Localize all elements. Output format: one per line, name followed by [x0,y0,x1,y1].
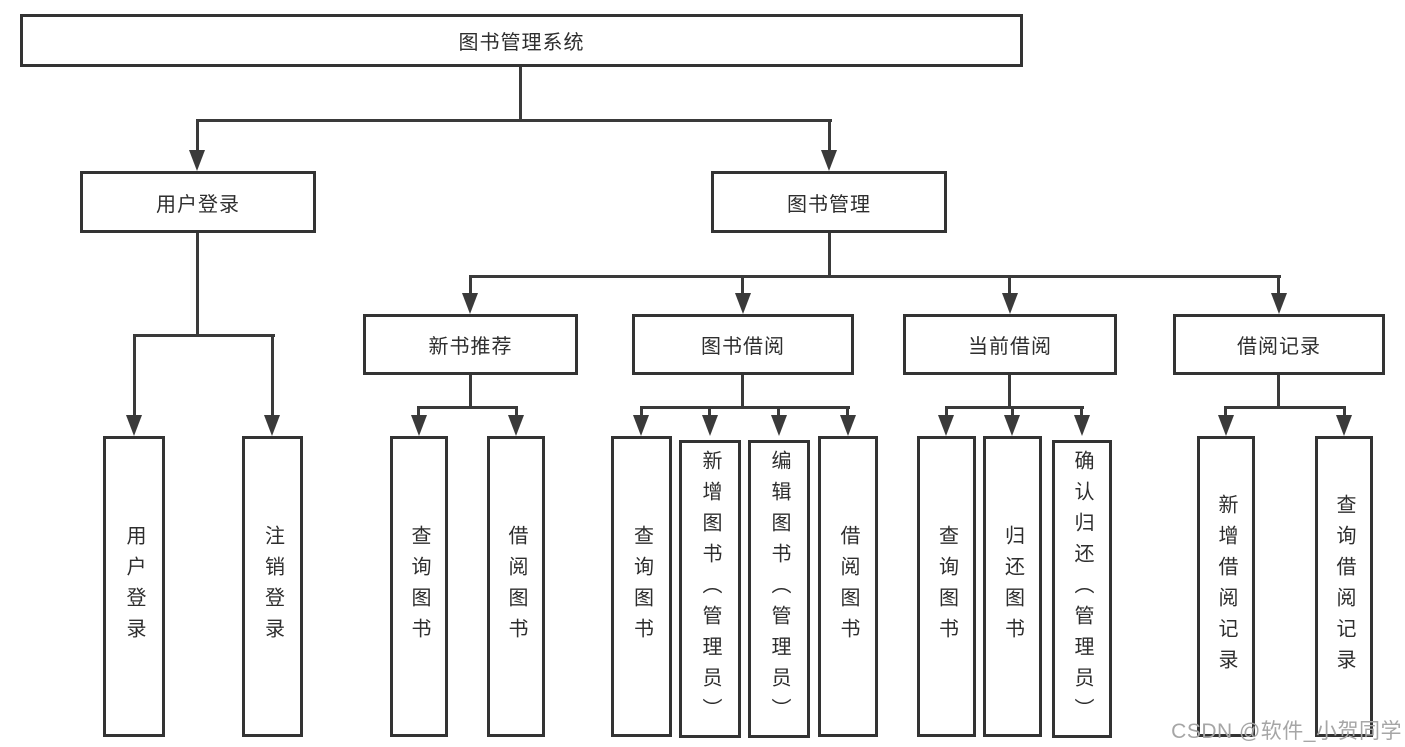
connector-book-borrow-branch [640,406,850,409]
connector-drop-current-borrow [1008,275,1011,298]
node-new-books-label: 新书推荐 [428,336,513,358]
connector-new-books-stem [469,375,472,409]
leaf-borrow-books-1: 借阅图书 [487,436,545,737]
leaf-query-books-3: 查询图书 [917,436,976,737]
leaf-query-borrow-record: 查询借阅记录 [1315,436,1373,737]
arrow-down-icon [189,150,205,171]
connector-drop-leaf [945,406,948,418]
leaf-add-books-admin: 新增图书（管理员） [679,440,741,738]
connector-borrow-records-stem [1277,375,1280,409]
connector-new-books-branch [417,406,518,409]
arrow-down-icon [1218,415,1234,436]
connector-drop-leaf [777,406,780,418]
leaf-user-login: 用户登录 [103,436,165,737]
node-book-borrow: 图书借阅 [632,314,854,375]
connector-drop-book-mgmt [828,119,831,152]
node-new-books: 新书推荐 [363,314,578,375]
leaf-label: 查询借阅记录 [1333,493,1355,680]
arrow-down-icon [821,150,837,171]
leaf-label: 查询图书 [408,524,430,649]
leaf-confirm-return-admin: 确认归还（管理员） [1052,440,1112,738]
connector-book-mgmt-stem [828,233,831,278]
connector-drop-leaf [846,406,849,418]
connector-current-borrow-branch [945,406,1084,409]
arrow-down-icon [633,415,649,436]
arrow-down-icon [702,415,718,436]
leaf-label: 查询图书 [630,524,653,649]
leaf-label: 注销登录 [261,524,284,649]
node-user-login-label: 用户登录 [156,193,240,216]
node-user-login: 用户登录 [80,171,316,233]
connector-drop-leaf [271,334,274,418]
leaf-label: 新增图书（管理员） [699,449,721,729]
csdn-watermark: CSDN @软件_小贺同学 [1171,720,1402,743]
leaf-label: 借阅图书 [837,524,859,649]
connector-book-mgmt-branch [469,275,1281,278]
leaf-query-books-1: 查询图书 [390,436,448,737]
connector-book-borrow-stem [741,375,744,409]
arrow-down-icon [771,415,787,436]
connector-drop-user-login [196,119,199,152]
node-book-mgmt-label: 图书管理 [787,193,871,216]
leaf-label: 用户登录 [123,524,145,649]
connector-drop-leaf [1343,406,1346,418]
arrow-down-icon [1074,415,1090,436]
connector-drop-leaf [708,406,711,418]
node-borrow-records: 借阅记录 [1173,314,1385,375]
connector-drop-leaf [1011,406,1014,418]
connector-current-borrow-stem [1008,375,1011,409]
node-book-mgmt: 图书管理 [711,171,947,233]
node-current-borrow-label: 当前借阅 [968,336,1052,358]
arrow-down-icon [938,415,954,436]
leaf-label: 编辑图书（管理员） [768,449,790,729]
connector-user-login-branch [133,334,275,337]
connector-drop-leaf [515,406,518,418]
connector-drop-new-books [469,275,472,298]
node-root-label: 图书管理系统 [458,32,585,54]
node-current-borrow: 当前借阅 [903,314,1117,375]
connector-drop-leaf [417,406,420,418]
arrow-down-icon [508,415,524,436]
connector-borrow-records-branch [1224,406,1346,409]
leaf-label: 新增借阅记录 [1215,493,1237,680]
arrow-down-icon [126,415,142,436]
leaf-logout: 注销登录 [242,436,303,737]
leaf-label: 借阅图书 [505,524,527,649]
leaf-add-borrow-record: 新增借阅记录 [1197,436,1255,737]
leaf-label: 确认归还（管理员） [1071,449,1093,729]
arrow-down-icon [1004,415,1020,436]
connector-user-login-stem [196,233,199,337]
leaf-label: 归还图书 [1001,524,1024,649]
node-borrow-records-label: 借阅记录 [1237,336,1321,358]
connector-drop-leaf [1224,406,1227,418]
leaf-label: 查询图书 [935,524,958,649]
arrow-down-icon [1336,415,1352,436]
leaf-return-books: 归还图书 [983,436,1042,737]
arrow-down-icon [462,293,478,314]
arrow-down-icon [264,415,280,436]
arrow-down-icon [1002,293,1018,314]
arrow-down-icon [735,293,751,314]
node-root: 图书管理系统 [20,14,1023,67]
arrow-down-icon [1271,293,1287,314]
connector-drop-leaf [640,406,643,418]
connector-drop-book-borrow [741,275,744,298]
node-book-borrow-label: 图书借阅 [701,336,785,358]
connector-drop-borrow-records [1277,275,1280,298]
arrow-down-icon [411,415,427,436]
connector-root-branch [196,119,832,122]
arrow-down-icon [840,415,856,436]
leaf-borrow-books-2: 借阅图书 [818,436,878,737]
leaf-query-books-2: 查询图书 [611,436,672,737]
connector-drop-leaf [133,334,136,418]
connector-drop-leaf [1080,406,1083,418]
leaf-edit-books-admin: 编辑图书（管理员） [748,440,810,738]
connector-root-stem [519,67,522,121]
